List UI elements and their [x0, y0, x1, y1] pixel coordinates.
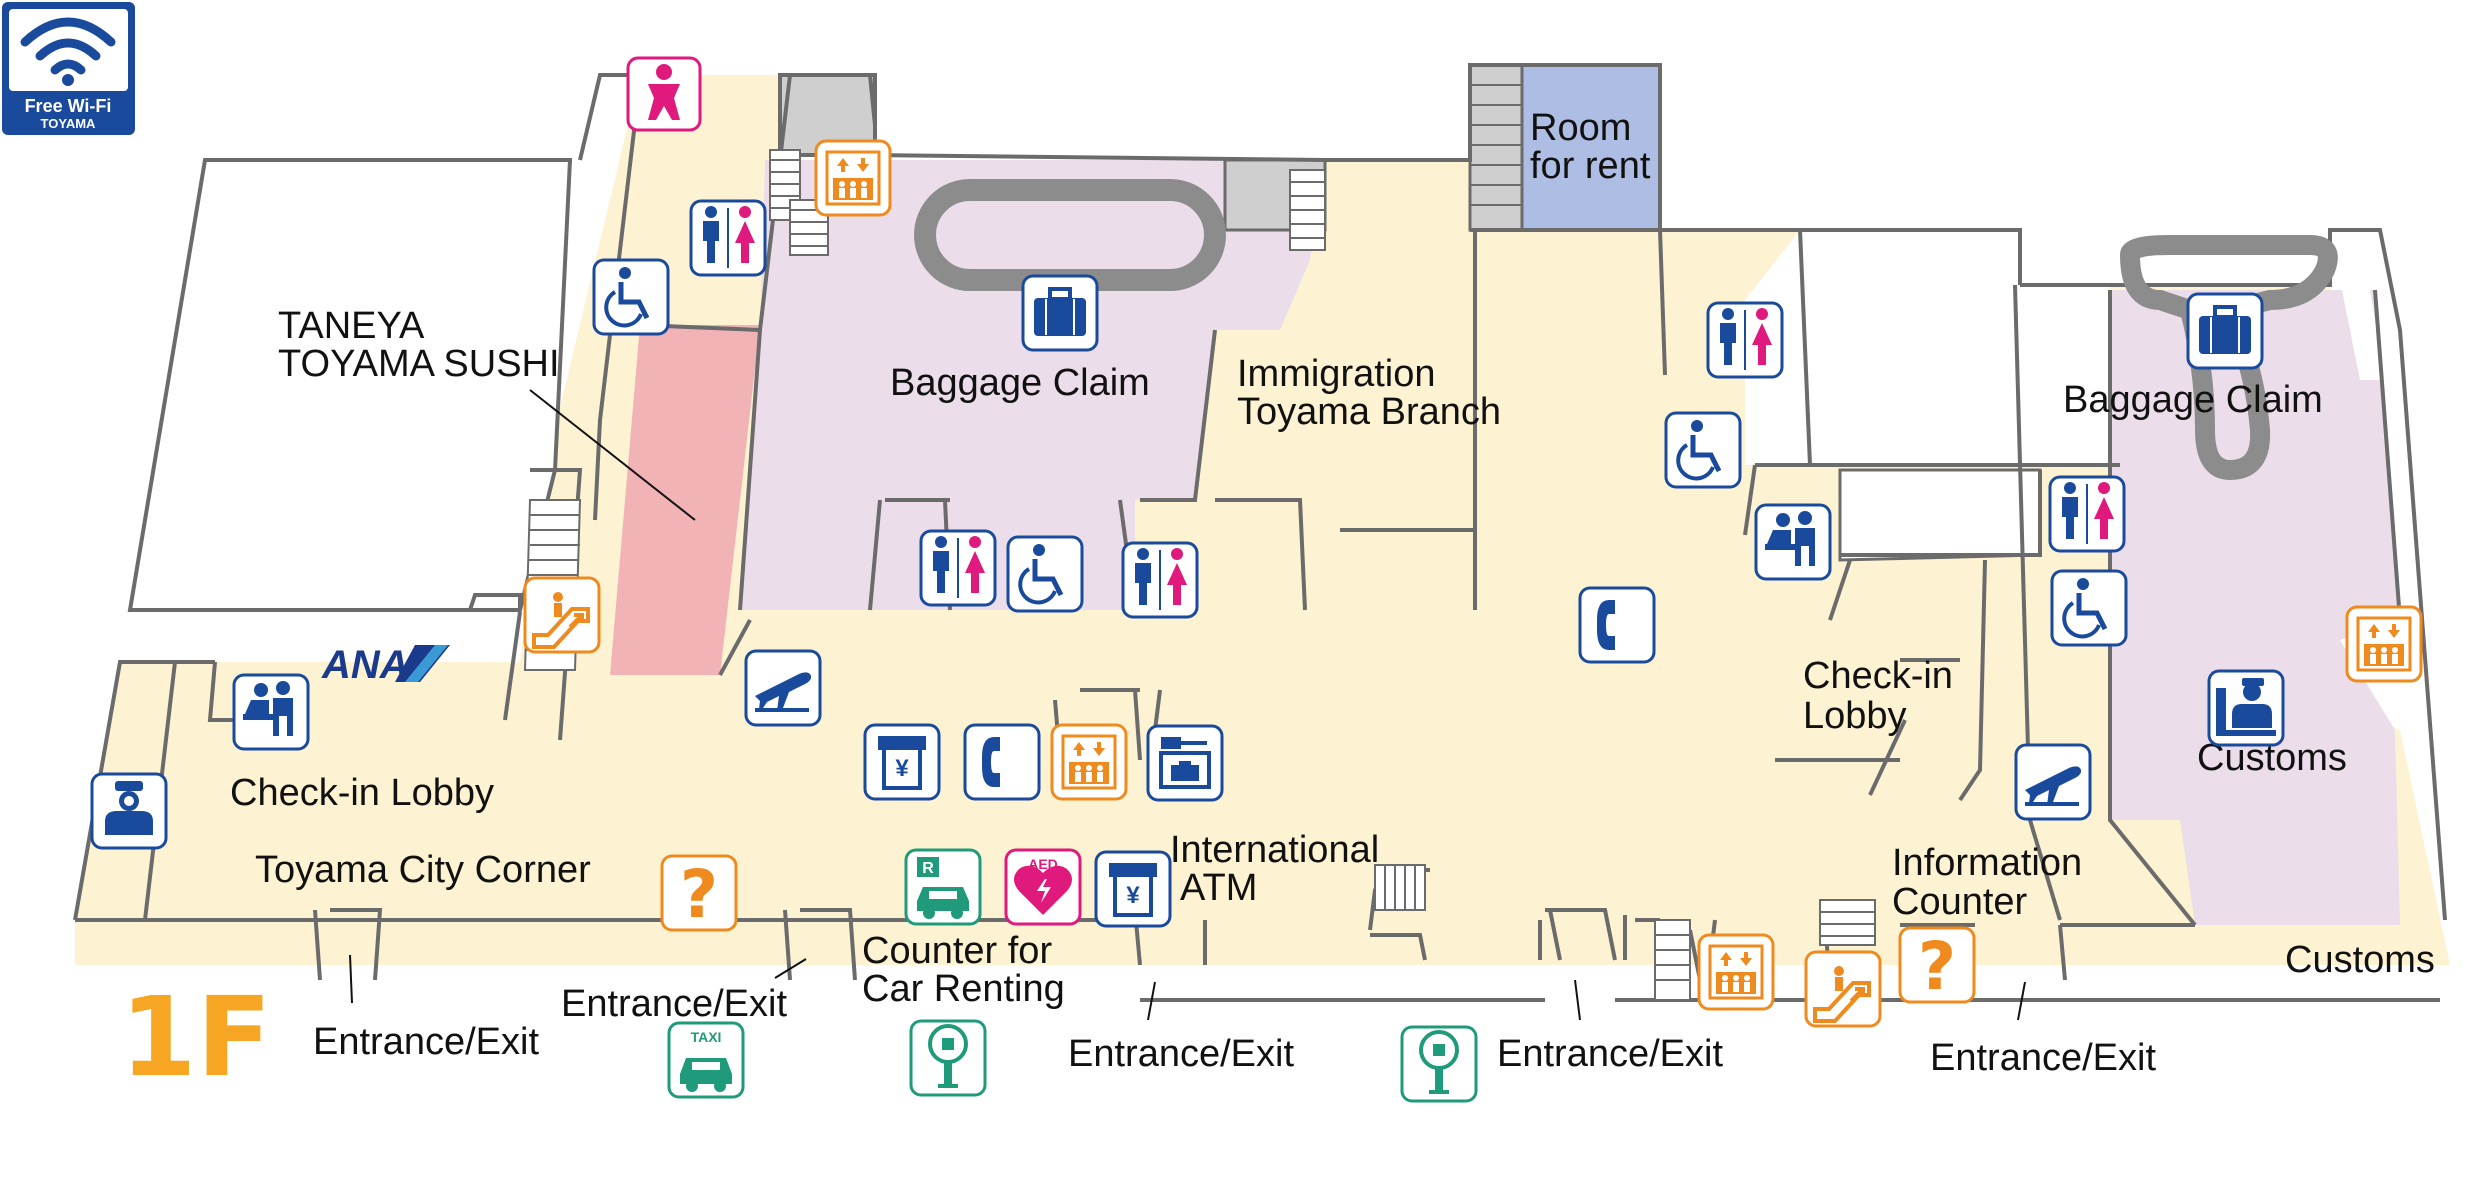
elevator-icon	[1697, 933, 1775, 1011]
svg-text:Free Wi-Fi: Free Wi-Fi	[25, 96, 112, 116]
baggage-hall-right	[2110, 290, 2400, 925]
label-intl-atm-2: ATM	[1180, 867, 1257, 909]
bus-stop-icon	[909, 1019, 987, 1097]
label-checkin-lobby-right: Check-in	[1803, 655, 1953, 697]
label-toyama-city-corner: Toyama City Corner	[255, 849, 591, 891]
departures-icon	[744, 649, 822, 727]
svg-text:TOYAMA: TOYAMA	[41, 116, 97, 131]
restroom-icon	[689, 199, 767, 277]
accessible-restroom-icon	[1664, 411, 1742, 489]
accessible-restroom-icon	[592, 258, 670, 336]
stairs-top-right	[1289, 169, 1326, 251]
customs-icon	[2207, 669, 2285, 747]
taneya-restaurant-area	[610, 325, 760, 675]
label-immigration-2: Toyama Branch	[1237, 391, 1501, 433]
label-entrance-exit: Entrance/Exit	[313, 1021, 539, 1063]
label-room-2: for rent	[1530, 145, 1651, 187]
svg-text:?: ?	[680, 856, 718, 933]
stairs-top-left	[769, 149, 829, 256]
left-office-block	[127, 158, 573, 612]
label-room: Room	[1530, 107, 1631, 149]
baby-care-icon	[626, 56, 702, 132]
information-icon: ?	[1898, 926, 1976, 1005]
escalator-icon	[523, 576, 601, 654]
map-icons: ¥ ¥ ? ?	[90, 56, 2423, 1103]
bus-stop-icon	[1400, 1025, 1478, 1103]
accessible-restroom-icon	[1006, 535, 1084, 613]
elevator-icon	[1050, 723, 1128, 801]
wifi-icon	[20, 17, 116, 75]
right-office-block	[1838, 468, 2042, 562]
label-baggage-claim-left: Baggage Claim	[890, 362, 1150, 404]
checkin-counter-icon	[1754, 503, 1832, 581]
telephone-icon	[963, 723, 1041, 801]
stairs-bottom-middle	[1374, 864, 1426, 911]
restroom-icon	[1706, 301, 1784, 379]
right-office-block	[2015, 285, 2110, 465]
car-rental-icon: R	[904, 848, 982, 926]
label-car-renting: Counter for	[862, 930, 1052, 972]
telephone-icon	[1578, 586, 1656, 664]
svg-text:ANA: ANA	[321, 643, 409, 687]
taxi-icon: TAXI	[667, 1021, 745, 1099]
information-icon: ?	[660, 854, 738, 933]
right-edge-block	[2330, 230, 2385, 380]
free-wifi-badge: Free Wi-Fi TOYAMA	[2, 2, 135, 135]
elevator-icon	[814, 139, 892, 217]
baggage-claim-icon	[2186, 292, 2264, 370]
stairs-room-rent	[1470, 84, 1522, 206]
stairs-bottom-right	[1654, 899, 1876, 1001]
label-checkin-lobby-right-2: Lobby	[1803, 695, 1907, 737]
ana-airline-logo: ANA	[321, 643, 450, 687]
elevator-icon	[2345, 605, 2423, 683]
restroom-icon	[919, 529, 997, 607]
right-office-block	[1745, 230, 2020, 465]
atm-icon: ¥	[863, 723, 941, 801]
escalator-icon	[1804, 950, 1882, 1028]
label-intl-atm: International	[1170, 829, 1379, 871]
label-entrance-exit: Entrance/Exit	[561, 983, 787, 1025]
label-taneya-2: TOYAMA SUSHI	[278, 343, 560, 385]
label-entrance-exit: Entrance/Exit	[1068, 1033, 1294, 1075]
svg-text:TAXI: TAXI	[691, 1029, 722, 1045]
restroom-icon	[1121, 541, 1199, 619]
floor-label: 1F	[120, 973, 272, 1101]
label-info-counter-2: Counter	[1892, 881, 2028, 923]
label-entrance-exit: Entrance/Exit	[1497, 1033, 1723, 1075]
label-entrance-exit: Entrance/Exit	[1930, 1037, 2156, 1079]
accessible-restroom-icon	[2050, 569, 2128, 647]
label-checkin-lobby-left: Check-in Lobby	[230, 772, 494, 814]
baggage-claim-icon	[1021, 274, 1099, 352]
label-taneya: TANEYA	[278, 305, 425, 347]
svg-text:¥: ¥	[1126, 882, 1140, 909]
svg-text:R: R	[922, 860, 934, 877]
area-labels: TANEYA TOYAMA SUSHI Baggage Claim Immigr…	[230, 107, 2435, 1079]
international-atm-icon: ¥	[1094, 850, 1172, 928]
departures-icon	[2014, 743, 2092, 821]
label-info-counter: Information	[1892, 842, 2082, 884]
label-immigration: Immigration	[1237, 353, 1436, 395]
label-customs-bottom: Customs	[2285, 939, 2435, 981]
svg-text:?: ?	[1918, 928, 1956, 1005]
aed-icon: AED	[1004, 848, 1082, 926]
police-icon	[90, 772, 168, 850]
restroom-icon	[2048, 475, 2126, 553]
svg-text:¥: ¥	[895, 755, 909, 782]
leader-lines	[349, 389, 2026, 1021]
label-baggage-claim-right: Baggage Claim	[2063, 379, 2323, 421]
coin-locker-icon	[1146, 724, 1224, 802]
checkin-counter-icon	[232, 673, 310, 751]
label-car-renting-2: Car Renting	[862, 968, 1065, 1010]
